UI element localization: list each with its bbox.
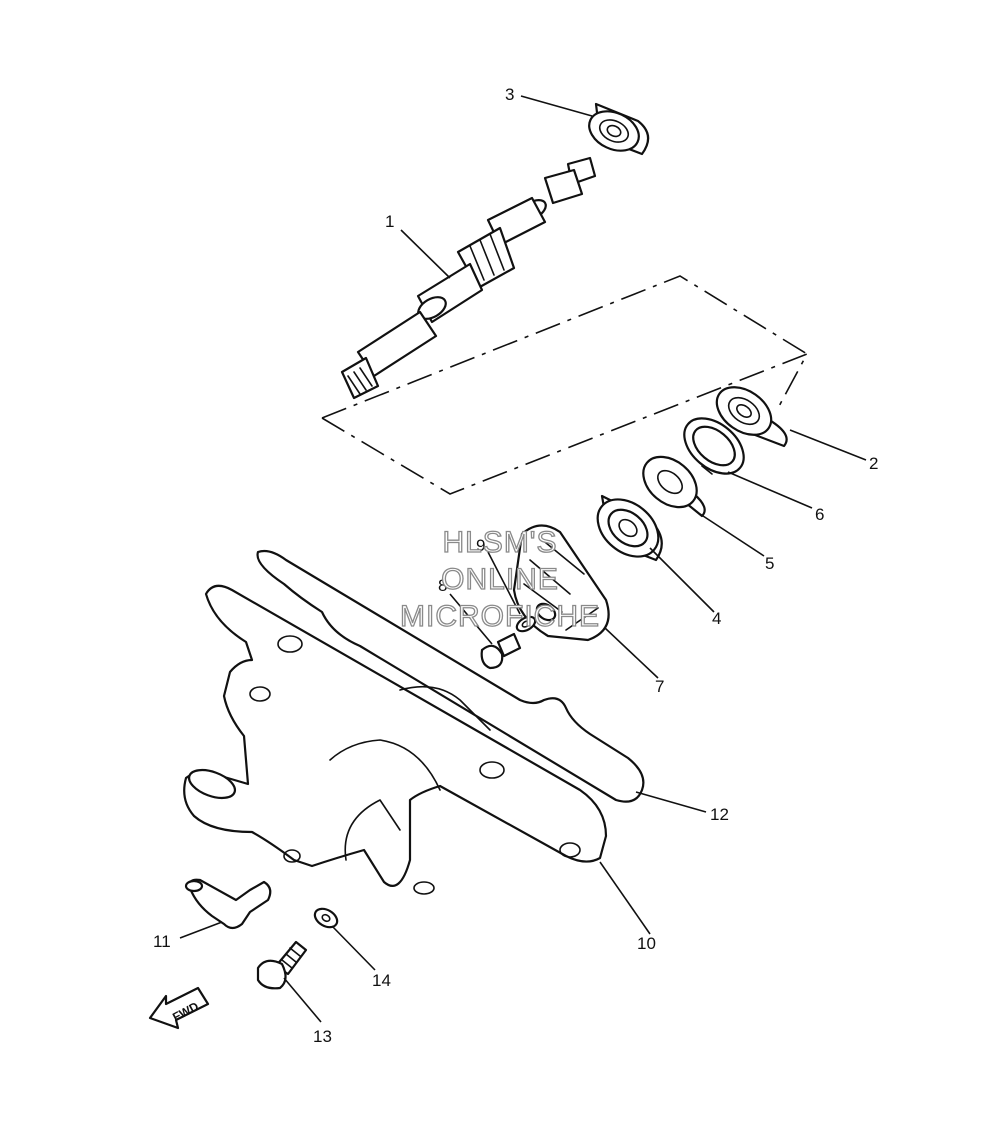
callout-5: 5 bbox=[765, 554, 774, 573]
callout-3: 3 bbox=[505, 85, 514, 104]
callout-4: 4 bbox=[712, 609, 721, 628]
fwd-arrow-icon: FWD bbox=[148, 986, 210, 1030]
gasket-o-ring bbox=[256, 549, 645, 803]
impeller bbox=[512, 524, 610, 642]
callout-1: 1 bbox=[385, 212, 394, 231]
pump-housing bbox=[183, 584, 608, 895]
callout-7: 7 bbox=[655, 677, 664, 696]
washer-large bbox=[313, 907, 339, 929]
callout-12: 12 bbox=[710, 805, 729, 824]
callout-11: 11 bbox=[153, 932, 171, 951]
watermark-line-3: MICROFICHE bbox=[400, 600, 600, 633]
oil-seal bbox=[642, 455, 706, 518]
watermark-line-1: HLSM'S bbox=[442, 526, 557, 559]
bearing-top bbox=[588, 102, 650, 156]
pump-shaft bbox=[340, 156, 597, 400]
callout-numbers: 3 1 2 6 5 4 7 8 9 10 11 12 13 14 bbox=[153, 85, 878, 1046]
circlip bbox=[683, 417, 745, 475]
callout-13: 13 bbox=[313, 1027, 332, 1046]
callout-10: 10 bbox=[637, 934, 656, 953]
mechanical-seal bbox=[596, 494, 663, 562]
leader-lines bbox=[179, 95, 867, 1023]
bolt-small bbox=[480, 632, 522, 670]
washer-small bbox=[515, 615, 537, 633]
callout-9: 9 bbox=[476, 536, 485, 555]
bearing-right bbox=[715, 386, 788, 448]
callout-14: 14 bbox=[372, 971, 391, 990]
watermark-line-2: ONLINE bbox=[441, 563, 559, 596]
watermark: HLSM'S ONLINE MICROFICHE bbox=[399, 525, 600, 633]
flange-bolt bbox=[256, 940, 308, 990]
callout-8: 8 bbox=[438, 576, 447, 595]
callout-6: 6 bbox=[815, 505, 824, 524]
callout-2: 2 bbox=[869, 454, 878, 473]
hose-fitting bbox=[184, 878, 272, 930]
assembly-bracket bbox=[321, 275, 809, 495]
